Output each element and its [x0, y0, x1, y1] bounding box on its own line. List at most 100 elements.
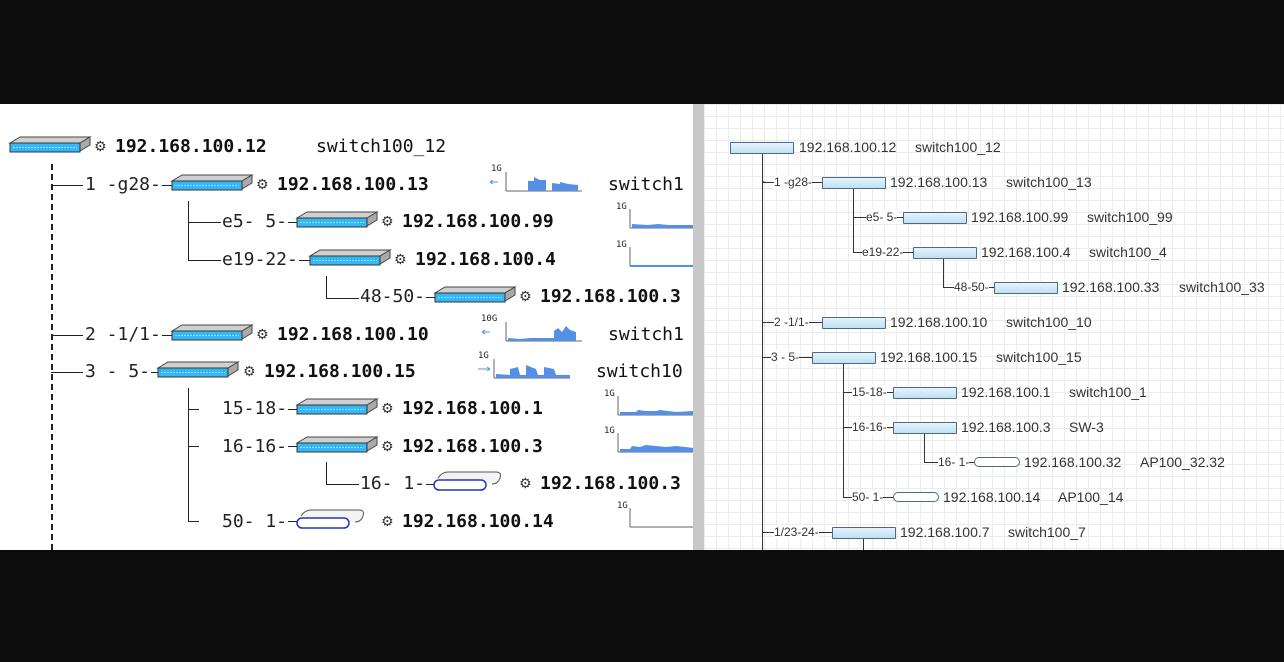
device-name[interactable]: switch100_12 — [316, 136, 447, 157]
device-name[interactable]: AP100_14 — [1058, 489, 1124, 505]
device-ip[interactable]: 192.168.100.1 — [402, 398, 543, 419]
port-label: 16-16- — [221, 436, 289, 457]
port-label: 48-50- — [954, 280, 989, 294]
speed-label: 1G — [615, 240, 628, 250]
switch-icon[interactable] — [730, 142, 794, 154]
switch-icon[interactable] — [295, 435, 379, 455]
device-ip[interactable]: 192.168.100.3 — [540, 473, 681, 494]
device-ip[interactable]: 192.168.100.32 — [1024, 454, 1122, 470]
switch-icon[interactable] — [893, 422, 957, 434]
switch-icon[interactable] — [812, 352, 876, 364]
switch-icon[interactable] — [170, 323, 254, 343]
device-name[interactable]: switch100_1 — [1069, 384, 1147, 400]
device-ip[interactable]: 192.168.100.15 — [880, 349, 978, 365]
tree-line — [51, 314, 83, 336]
device-ip[interactable]: 192.168.100.12 — [115, 136, 267, 157]
port-label: 50- 1- — [852, 490, 884, 504]
device-name[interactable]: switch10 — [596, 361, 683, 382]
device-ip[interactable]: 192.168.100.10 — [890, 314, 988, 330]
switch-icon[interactable] — [903, 212, 967, 224]
gear-icon: ⚙ — [519, 476, 532, 492]
tree-line — [943, 258, 944, 287]
switch-icon[interactable] — [156, 360, 240, 380]
switch-icon[interactable] — [433, 285, 517, 305]
tree-line — [51, 164, 53, 550]
device-ip[interactable]: 192.168.100.14 — [943, 489, 1041, 505]
device-name[interactable]: switch1 — [608, 174, 684, 195]
device-ip[interactable]: 192.168.100.99 — [402, 211, 554, 232]
tree-line — [283, 222, 297, 223]
gear-icon: ⚙ — [256, 327, 269, 343]
panel-divider[interactable] — [693, 104, 704, 550]
tree-line — [188, 222, 221, 261]
switch-icon[interactable] — [295, 210, 379, 230]
device-ip[interactable]: 192.168.100.12 — [799, 139, 897, 155]
switch-icon[interactable] — [308, 248, 392, 268]
tree-line — [51, 164, 83, 186]
viewer-stage: ⚙ 192.168.100.12 switch100_12 1 -g28- ⚙ … — [0, 104, 1284, 550]
switch-icon[interactable] — [822, 317, 886, 329]
device-name[interactable]: SW-3 — [1069, 419, 1104, 435]
device-ip[interactable]: 192.168.100.33 — [1062, 279, 1160, 295]
switch-icon[interactable] — [8, 135, 92, 155]
speed-label: 1G — [603, 426, 616, 436]
device-ip[interactable]: 192.168.100.15 — [264, 361, 416, 382]
device-name[interactable]: switch100_7 — [1008, 524, 1086, 540]
device-ip[interactable]: 192.168.100.13 — [277, 174, 429, 195]
device-ip[interactable]: 192.168.100.3 — [961, 419, 1051, 435]
left-topology-panel: ⚙ 192.168.100.12 switch100_12 1 -g28- ⚙ … — [0, 104, 693, 550]
port-label: e19-22- — [862, 245, 904, 259]
device-ip[interactable]: 192.168.100.14 — [402, 511, 554, 532]
traffic-sparkline — [617, 433, 693, 453]
device-name[interactable]: switch1 — [608, 324, 684, 345]
port-label: e19-22- — [221, 249, 299, 270]
device-name[interactable]: switch100_13 — [1006, 174, 1092, 190]
switch-icon[interactable] — [295, 397, 379, 417]
device-ip[interactable]: 192.168.100.10 — [277, 324, 429, 345]
tree-line — [762, 152, 763, 550]
access-point-icon[interactable] — [432, 470, 504, 492]
device-ip[interactable]: 192.168.100.4 — [415, 249, 556, 270]
device-ip[interactable]: 192.168.100.13 — [890, 174, 988, 190]
port-label: 50- 1- — [221, 511, 289, 532]
device-name[interactable]: switch100_10 — [1006, 314, 1092, 330]
device-ip[interactable]: 192.168.100.7 — [900, 524, 990, 540]
gear-icon: ⚙ — [381, 214, 394, 230]
device-ip[interactable]: 192.168.100.99 — [971, 209, 1069, 225]
device-ip[interactable]: 192.168.100.4 — [981, 244, 1071, 260]
device-ip[interactable]: 192.168.100.3 — [540, 286, 681, 307]
port-label: 2 -1/1- — [774, 315, 809, 329]
switch-icon[interactable] — [822, 177, 886, 189]
tree-line — [424, 297, 436, 298]
device-name[interactable]: switch100_33 — [1179, 279, 1265, 295]
tree-line — [326, 462, 359, 485]
port-label: 1 -g28- — [774, 175, 813, 189]
switch-icon[interactable] — [832, 527, 896, 539]
device-name[interactable]: switch100_4 — [1089, 244, 1167, 260]
gear-icon: ⚙ — [519, 289, 532, 305]
access-point-icon[interactable] — [295, 508, 367, 530]
switch-icon[interactable] — [913, 247, 977, 259]
device-name[interactable]: AP100_32.32 — [1140, 454, 1225, 470]
tree-line — [853, 188, 854, 252]
switch-icon[interactable] — [893, 387, 957, 399]
access-point-icon[interactable] — [974, 457, 1020, 467]
device-ip[interactable]: 192.168.100.3 — [402, 436, 543, 457]
port-label: 3 - 5- — [84, 361, 152, 382]
right-topology-panel: 192.168.100.12 switch100_12 1 -g28- 192.… — [704, 104, 1284, 550]
tree-line — [160, 335, 172, 336]
speed-label: 1G — [477, 351, 490, 361]
traffic-sparkline — [478, 359, 570, 379]
gear-icon: ⚙ — [394, 252, 407, 268]
device-name[interactable]: switch100_15 — [996, 349, 1082, 365]
switch-icon[interactable] — [170, 173, 254, 193]
gear-icon: ⚙ — [381, 401, 394, 417]
device-ip[interactable]: 192.168.100.1 — [961, 384, 1051, 400]
access-point-icon[interactable] — [893, 492, 939, 502]
port-label: 1 -g28- — [84, 174, 162, 195]
device-name[interactable]: switch100_99 — [1087, 209, 1173, 225]
tree-line — [51, 351, 83, 373]
device-name[interactable]: switch100_12 — [915, 139, 1001, 155]
switch-icon[interactable] — [994, 282, 1058, 294]
tree-line — [762, 164, 770, 183]
